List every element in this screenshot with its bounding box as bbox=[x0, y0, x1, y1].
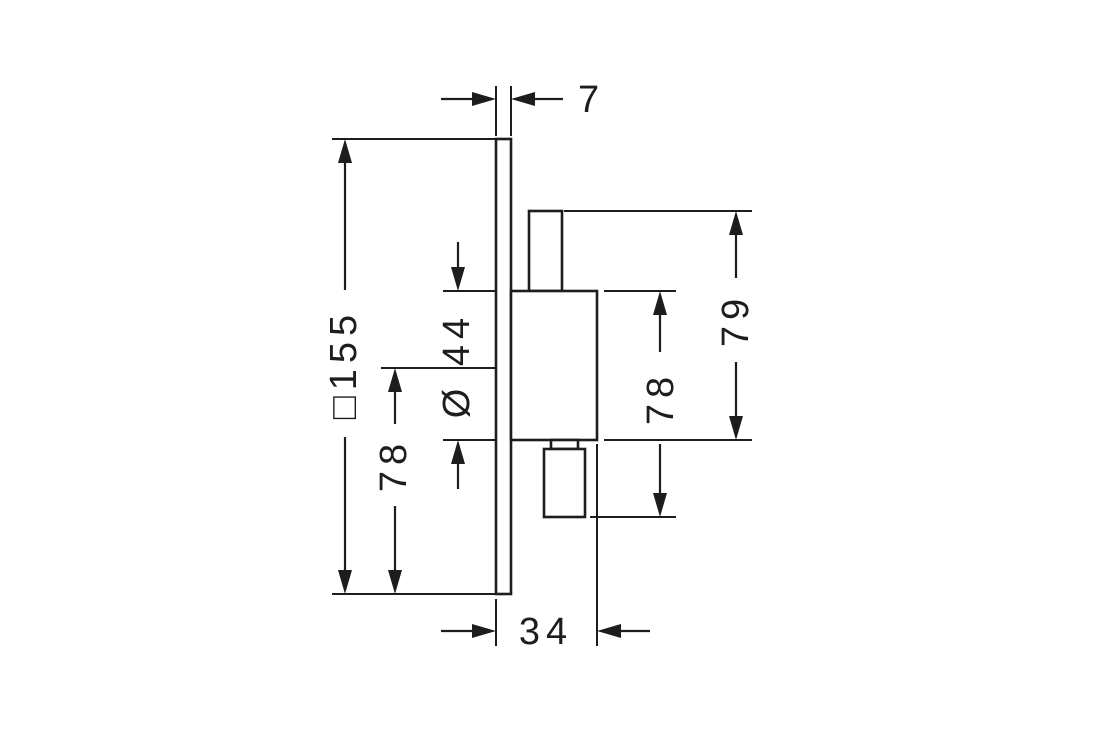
arrowhead-up-icon bbox=[451, 440, 465, 464]
arrowhead-up-icon bbox=[338, 139, 352, 163]
label-sleeve-diameter: Ø 44 bbox=[436, 312, 478, 418]
arrowhead-left-icon bbox=[511, 92, 535, 106]
arrowhead-down-icon bbox=[729, 416, 743, 440]
arrowhead-right-icon bbox=[472, 92, 496, 106]
lower-stub bbox=[542, 447, 587, 519]
label-center-to-bottom: 78 bbox=[373, 438, 415, 492]
dimension-plate-size: □155 bbox=[323, 139, 365, 594]
label-installation-depth: 34 bbox=[519, 611, 573, 653]
dimension-plate-center-to-bottom: 78 bbox=[373, 368, 415, 594]
arrowhead-down-icon bbox=[338, 570, 352, 594]
arrowhead-down-icon bbox=[653, 493, 667, 517]
escutcheon-plate bbox=[494, 137, 513, 596]
arrowhead-up-icon bbox=[388, 368, 402, 392]
upper-stub bbox=[527, 209, 564, 293]
label-plate-thickness: 7 bbox=[578, 79, 605, 121]
dimension-plate-thickness: 7 bbox=[441, 79, 605, 121]
label-body-span-upper: 79 bbox=[715, 293, 757, 347]
dimension-sleeve-diameter: Ø 44 bbox=[436, 242, 478, 489]
arrowhead-up-icon bbox=[729, 211, 743, 235]
sleeve-body bbox=[509, 289, 599, 442]
label-plate-size: □155 bbox=[323, 309, 365, 419]
dimension-body-span-upper: 79 bbox=[715, 211, 757, 440]
extension-lines bbox=[332, 86, 752, 646]
arrowhead-up-icon bbox=[653, 291, 667, 315]
arrowhead-right-icon bbox=[472, 624, 496, 638]
valve-body bbox=[494, 137, 599, 596]
dimension-body-span-lower: 78 bbox=[640, 291, 682, 517]
label-body-span-lower: 78 bbox=[640, 371, 682, 425]
arrowhead-down-icon bbox=[388, 570, 402, 594]
arrowhead-down-icon bbox=[451, 267, 465, 291]
arrowhead-left-icon bbox=[597, 624, 621, 638]
lower-neck bbox=[549, 438, 580, 451]
dimension-installation-depth: 34 bbox=[441, 611, 650, 653]
